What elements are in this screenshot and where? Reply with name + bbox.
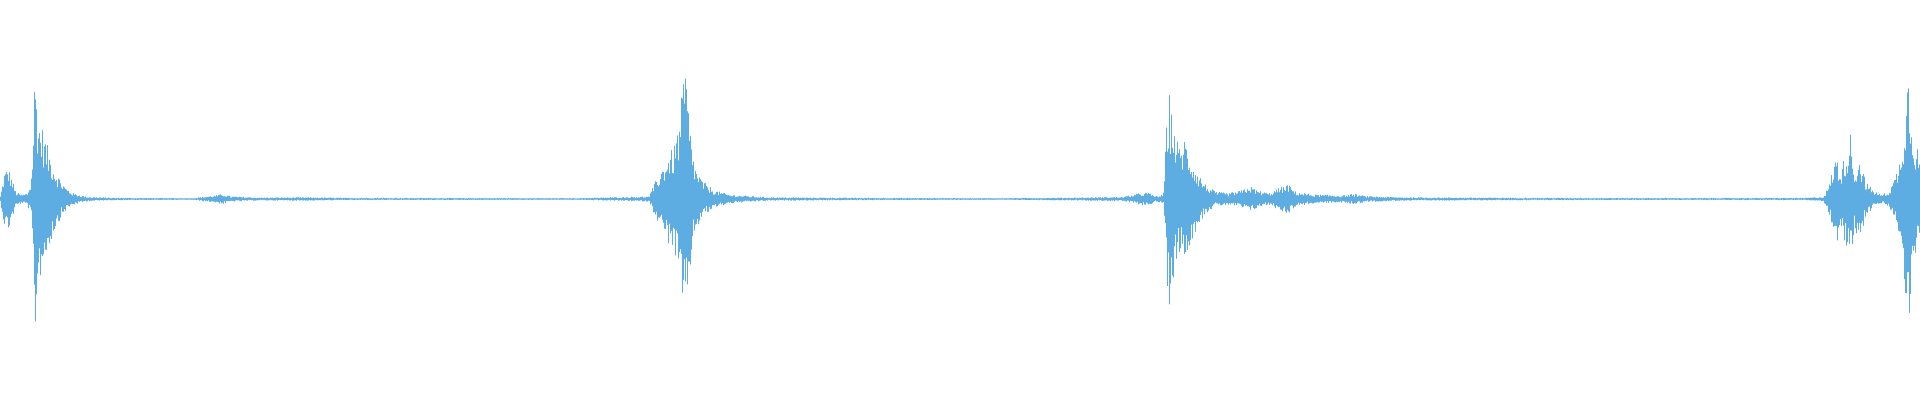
waveform-samples: [0, 78, 1920, 322]
waveform-trace: [0, 78, 1920, 322]
